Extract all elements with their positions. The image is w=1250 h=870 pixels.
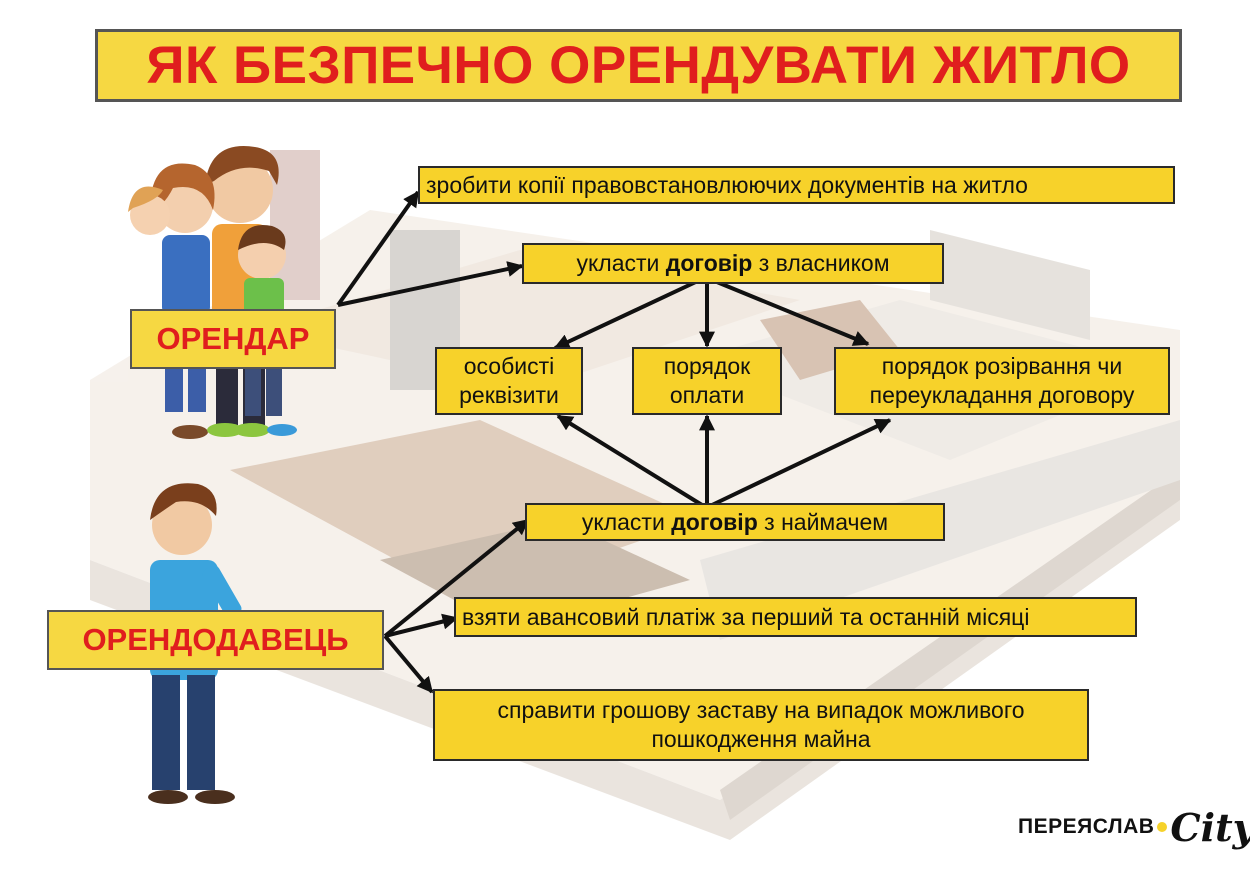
arrow-landlord-advance [384,613,459,638]
contract-owner-post: з власником [752,250,890,276]
logo-script: City [1170,804,1250,850]
contract-owner-bold: договір [665,250,753,276]
deposit-line-2: пошкодження майна [651,726,871,752]
box-personal-requisites: особисті реквізити [435,347,583,415]
box-payment-order: порядок оплати [632,347,782,415]
termination-line-1: порядок розірвання чи [881,353,1123,379]
termination-line-2: переукладання договору [869,382,1135,408]
logo-text: ПЕРЕЯСЛАВ [1018,815,1155,838]
box-advance-payment: взяти авансовий платіж за перший та оста… [454,597,1137,637]
box-termination-order: порядок розірвання чи переукладання дого… [834,347,1170,415]
requisites-line-1: особисті [463,353,555,379]
logo-dot [1157,822,1168,832]
requisites-line-2: реквізити [459,382,559,408]
contract-tenant-bold: договір [671,508,758,535]
arrow-landlord-deposit [383,634,434,694]
arrow-tenantcontract-termination [711,418,892,507]
page-title: ЯК БЕЗПЕЧНО ОРЕНДУВАТИ ЖИТЛО [95,29,1182,102]
box-contract-with-owner: укласти договір з власником [522,243,944,284]
tenant-label: ОРЕНДАР [130,309,336,369]
box-contract-with-tenant: укласти договір з наймачем [525,503,945,541]
contract-owner-pre: укласти [576,250,666,276]
deposit-line-1: справити грошову заставу на випадок можл… [497,697,1025,723]
landlord-label: ОРЕНДОДАВЕЦЬ [47,610,384,670]
arrow-tenant-contract [337,261,524,307]
arrow-owner-requisites [553,278,701,350]
box-money-deposit: справити грошову заставу на випадок можл… [433,689,1089,761]
payment-line-1: порядок [663,353,751,379]
payment-line-2: оплати [669,382,745,408]
box-make-document-copies: зробити копії правовстановлюючих докумен… [418,166,1175,204]
logo: ПЕРЕЯСЛАВ City [1018,802,1250,852]
arrow-tenantcontract-requisites [556,414,704,507]
arrow-landlord-contract [383,518,530,638]
arrow-tenant-copies [336,190,420,307]
contract-tenant-post: з наймачем [757,508,889,535]
contract-tenant-pre: укласти [581,508,672,535]
arrow-owner-termination [711,278,870,346]
